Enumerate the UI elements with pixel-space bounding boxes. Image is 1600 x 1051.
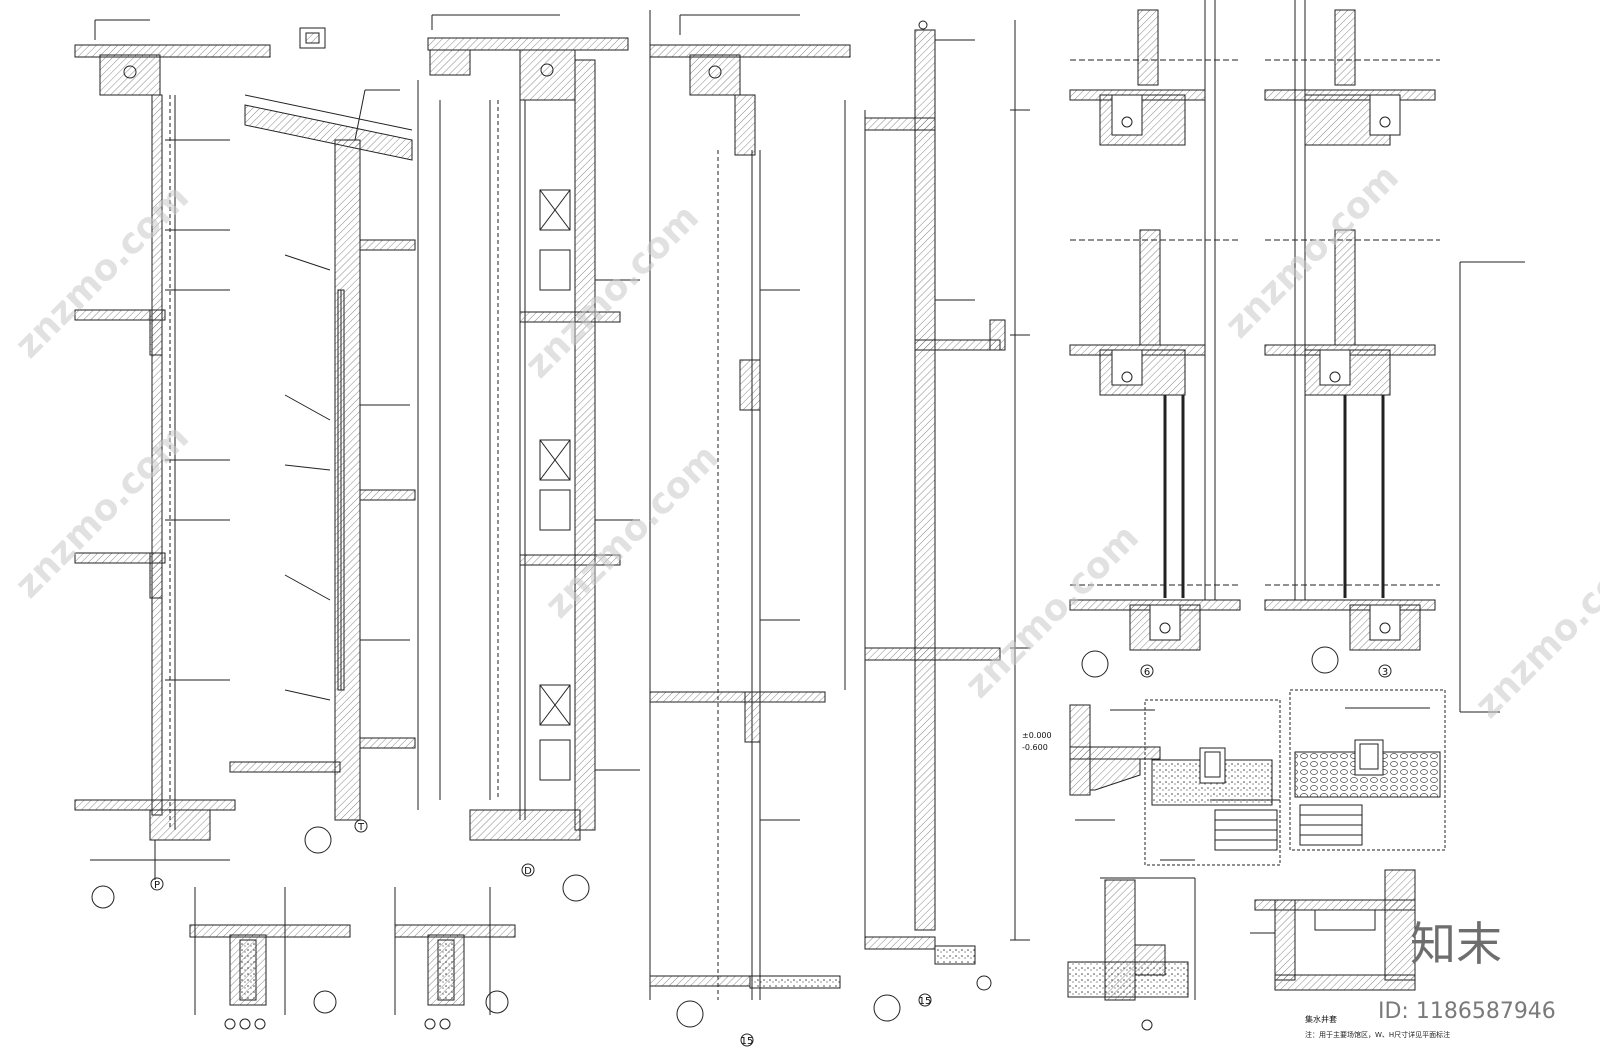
grid-label-6: 6 [1144,667,1150,678]
elevation-label: ±0.000 [1022,731,1052,740]
grid-bubble-p [150,877,164,891]
detail-bubble [1311,646,1339,674]
grid-bubble-6 [1140,664,1154,678]
grid-bubble-15b [918,993,932,1007]
grid-label-d: D [524,866,532,877]
detail-bubble [873,994,901,1022]
grid-bubble-d [521,863,535,877]
grid-bubble-15a [740,1033,754,1047]
detail-bubble [91,885,115,909]
sump-title: 集水井套 [1305,1014,1337,1024]
section-3 [1264,0,1525,713]
watermark-text: znzmo.com [7,177,197,367]
grid-label-3: 3 [1382,667,1388,678]
section-15b [864,20,1030,965]
detail-bubble [1081,650,1109,678]
detail-bubble [304,826,332,854]
watermark-text: znzmo.com [517,197,707,387]
sump-note: 注：用于主要场馆区，W、H尺寸详见平面标注 [1305,1030,1450,1039]
watermark-text: znzmo.com [957,517,1147,707]
section-6 [1069,0,1241,651]
detail-drain-a [189,887,351,1030]
detail-drain-channel-a [1144,699,1281,866]
detail-bubble [562,874,590,902]
brand-mark: 知末 [1410,917,1502,971]
grid-label-15a: 15 [741,1036,754,1047]
watermark-text: znzmo.com [1217,157,1407,347]
grid-label-p: P [154,880,160,891]
elevation-label: -0.600 [1022,743,1048,752]
section-d [417,14,640,841]
detail-sump [1250,869,1416,991]
grid-bubble-t [354,819,368,833]
detail-drain-channel-b [1289,689,1446,851]
watermark-text: znzmo.com [7,417,197,607]
section-15a [649,10,851,1000]
detail-drain-b [394,887,516,1030]
detail-wall-base [1067,877,1196,1031]
detail-bubble [676,1000,704,1028]
watermark-text: znzmo.com [537,437,727,627]
watermark-text: znzmo.com [1467,537,1600,727]
section-p [74,19,416,880]
grid-label-t: T [357,822,365,833]
detail-bubble [976,975,992,991]
grid-bubble-3 [1378,664,1392,678]
grid-label-15b: 15 [919,996,932,1007]
drawing-id: ID: 1186587946 [1378,999,1556,1024]
detail-gutter-left [1069,704,1161,821]
